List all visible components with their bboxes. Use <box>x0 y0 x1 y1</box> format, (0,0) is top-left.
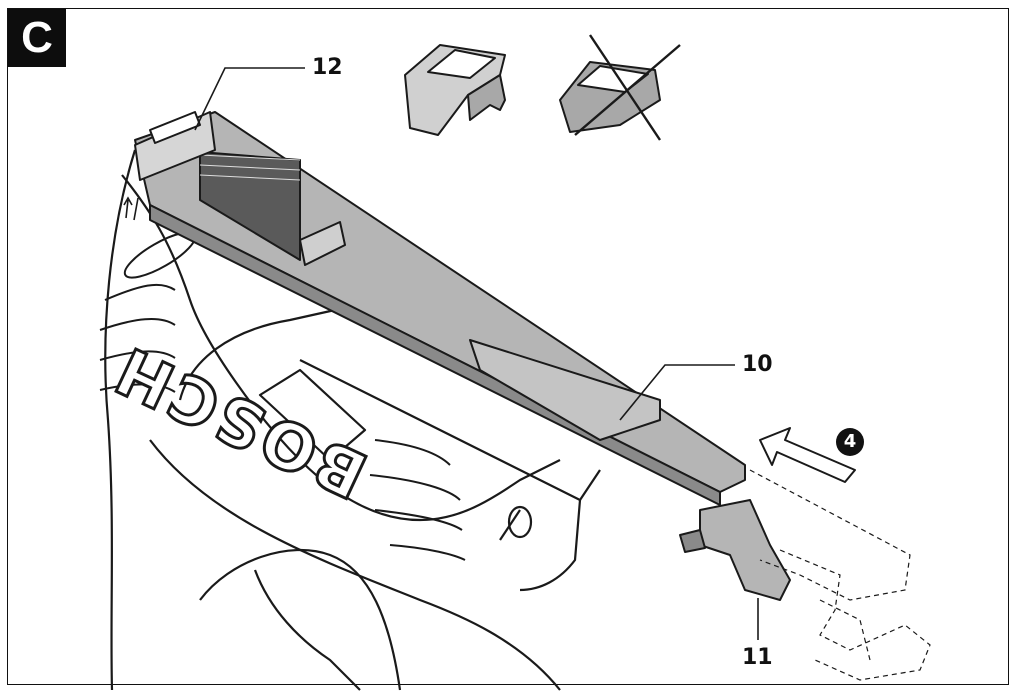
callout-12: 12 <box>312 55 343 80</box>
body-vents <box>99 231 466 561</box>
cap-correct-orientation <box>404 44 506 136</box>
direction-mark-icon <box>123 196 139 221</box>
guide-rail-assembly <box>134 111 791 601</box>
step-number-badge: 4 <box>836 428 864 456</box>
callout-leaders <box>194 67 759 640</box>
callout-11: 11 <box>742 645 773 670</box>
push-direction-arrow <box>759 427 856 483</box>
lever-ghost-positions <box>749 469 931 681</box>
cap-incorrect-orientation <box>559 34 681 141</box>
tool-body <box>104 149 601 691</box>
figure-frame <box>7 8 1009 685</box>
callout-10: 10 <box>742 352 773 377</box>
panel-label: C <box>8 9 66 67</box>
